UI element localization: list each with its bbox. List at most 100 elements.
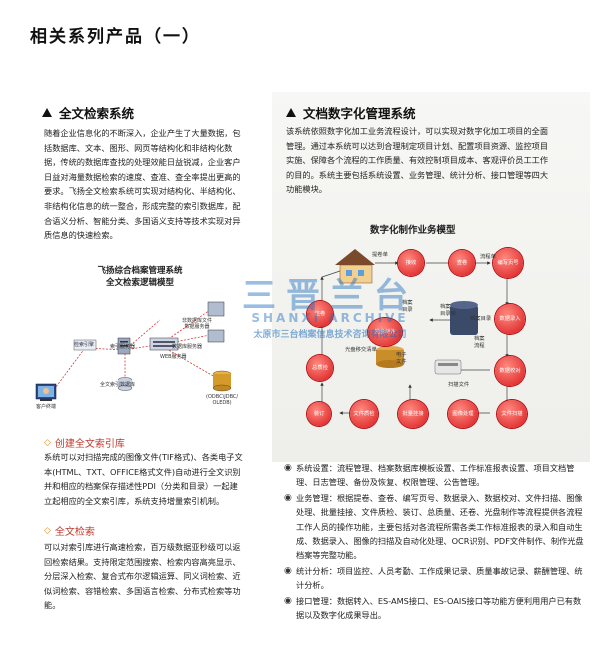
bullet-icon: ◉ <box>284 492 292 503</box>
flow-label-archive-flow: 档案 流程 <box>474 336 485 349</box>
docdigital-intro-line: 的目的。系统主要包括系统设置、业务管理、统计分析、接口管理等四大 <box>286 169 549 180</box>
fulltext-intro-line: 质信息的快速检索。 <box>44 230 118 241</box>
index-server-icon <box>117 337 131 355</box>
triangle-icon <box>42 108 52 117</box>
file-server-icon <box>207 301 225 317</box>
node-data-entry: 数据录入 <box>495 304 525 334</box>
page-title: 相关系列产品（一） <box>30 27 201 47</box>
flow-label-register: 提卷单 <box>372 252 388 258</box>
scanner-icon <box>434 359 462 375</box>
docdigital-heading: 文档数字化管理系统 <box>286 103 416 122</box>
fulltext-intro-line: 据，传统的数据库查找的处理效能日益锐减，企业客户 <box>44 157 241 168</box>
flow-label-archive-db: 档案 目录库 <box>440 304 456 317</box>
client-terminal-icon <box>35 383 57 401</box>
bullet-text: 统计分析：项目监控、人员考勤、工作成果记录、质量事故记录、薪酬管理、统计分析。 <box>296 565 583 591</box>
label-file-server: 非数据库文件 数据服务器 <box>182 318 213 330</box>
node-batch-link: 批量挂接 <box>398 400 428 428</box>
node-bind: 装订 <box>307 402 331 426</box>
database-cylinder-icon <box>212 370 232 392</box>
sub1-heading: ◇ 创建全文索引库 <box>44 435 125 451</box>
fulltext-intro-line: 日益对海量数据检索的速度、查准、查全率提出更高的 <box>44 171 241 182</box>
bullet-text: 系统设置：流程管理、档案数据库模板设置、工作标准报表设置、项目文档管理、日志管理… <box>296 463 575 488</box>
docdigital-panel <box>272 92 590 462</box>
label-client: 客户终端 <box>36 404 57 410</box>
node-disc-making: 光盘制作 <box>368 318 402 346</box>
bullet-icon: ◉ <box>284 595 292 606</box>
archive-catalog-db-icon <box>450 301 478 335</box>
bullet-item: ◉ 业务管理：根据提卷、查卷、编写页号、数据录入、数据校对、文件扫描、图像处理、… <box>284 491 584 563</box>
label-db-server: 数据库服务器 <box>172 344 203 350</box>
bullet-item: ◉ 接口管理：数据转入、ES-AMS接口、ES-OAIS接口等功能方便利用用户已… <box>284 594 584 623</box>
diamond-icon: ◇ <box>44 437 51 448</box>
sub2-heading: ◇ 全文检索 <box>44 523 95 539</box>
label-fulltext-index-db: 全文索引数据库 <box>100 382 136 388</box>
sub2-line: 可以对索引库进行高速检索，百万级数据亚秒级可以返 <box>44 542 241 552</box>
docdigital-intro-line: 管理。通过本系统可以达到合理制定项目计划、配置项目资源、监控项目 <box>286 140 549 151</box>
flow-label-e-file: 电子 文件 <box>396 352 407 365</box>
fulltext-intro-line: 要求。飞扬全文检索系统可实现对结构化、半结构化、 <box>44 186 241 197</box>
bullet-text: 接口管理：数据转入、ES-AMS接口、ES-OAIS接口等功能方便利用用户已有数… <box>296 595 582 621</box>
sub1-heading-text: 创建全文索引库 <box>54 439 125 450</box>
label-odbc: (ODBC\JDBC/ OLEDB) <box>206 394 239 406</box>
bullet-item: ◉ 系统设置：流程管理、档案数据库模板设置、工作标准报表设置、项目文档管理、日志… <box>284 461 584 490</box>
sub1-line: 本(HTML、TXT、OFFICE格式文件)自动进行全文识别 <box>44 466 241 477</box>
sub2-heading-text: 全文检索 <box>54 527 95 538</box>
fulltext-diagram <box>35 301 232 401</box>
node-page-number: 编写页号 <box>493 248 523 278</box>
fulltext-intro-line: 非结构化信息的统一整合，形成完整的索引数据库，配 <box>44 200 241 211</box>
label-search-engine: 检索引擎 <box>74 342 95 348</box>
disc-stack-icon <box>376 346 404 368</box>
fulltext-intro-line: 括数据库、文本、图形、网页等结构化和非结构化数 <box>44 142 233 153</box>
fulltext-diagram-title: 飞扬综合档案管理系统 全文检索逻辑模型 <box>60 265 220 289</box>
node-file-qc: 文件质检 <box>350 400 378 428</box>
docdigital-intro: 该系统依照数字化加工业务流程设计，可以实现对数字化加工项目的全面 管理。通过本系… <box>286 124 582 197</box>
flow-label-flow: 流程单 <box>480 254 496 260</box>
node-data-proof: 数据校对 <box>495 356 525 386</box>
sub1-line: 系统可以对扫描完成的图像文件(TIF格式)、各类电子文 <box>44 452 243 462</box>
docdigital-intro-line: 功能模块。 <box>286 184 327 195</box>
docdigital-heading-text: 文档数字化管理系统 <box>303 106 416 121</box>
bullet-item: ◉ 统计分析：项目监控、人员考勤、工作成果记录、质量事故记录、薪酬管理、统计分析… <box>284 564 584 593</box>
diagram-title-line1: 飞扬综合档案管理系统 <box>97 266 183 276</box>
bullet-text: 业务管理：根据提卷、查卷、编写页号、数据录入、数据校对、文件扫描、图像处理、批量… <box>296 492 584 561</box>
diamond-icon: ◇ <box>44 525 51 536</box>
node-receive: 接收 <box>398 250 424 276</box>
sub2-line: 能。 <box>44 600 61 611</box>
fulltext-heading: 全文检索系统 <box>42 103 134 122</box>
bullet-icon: ◉ <box>284 565 292 576</box>
fulltext-intro: 随着企业信息化的不断深入，企业产生了大量数据，包 括数据库、文本、图形、网页等结… <box>44 126 254 243</box>
index-database-icon <box>117 377 133 391</box>
flow-label-disc-list: 光盘移交清单 <box>345 347 377 353</box>
sub1-line: 立起相应的全文索引库，系统支持增量索引机制。 <box>44 495 225 506</box>
label-web-server: WEB服务器 <box>160 354 187 360</box>
node-total-qc: 总质检 <box>307 355 333 381</box>
sub2-line: 分层深入检索、复合式布尔逻辑运算、同义词检索、近 <box>44 571 241 582</box>
sub1-body: 系统可以对扫描完成的图像文件(TIF格式)、各类电子文 本(HTML、TXT、O… <box>44 450 260 508</box>
sub1-line: 并和相应的档案保存描述性PDI（分类和目录）一起建 <box>44 481 238 492</box>
docdigital-intro-line: 实施、保障各个流程的工作质量、有效控制项目成本、客观评价员工工作 <box>286 155 549 166</box>
diagram-title-line2: 全文检索逻辑模型 <box>105 278 174 288</box>
search-engine-icon <box>73 339 97 351</box>
triangle-icon <box>286 108 296 117</box>
sub2-body: 可以对索引库进行高速检索，百万级数据亚秒级可以返 回检索结果。支持限定范围搜索、… <box>44 540 260 613</box>
db-server-icon <box>207 329 225 343</box>
node-check: 查卷 <box>449 250 475 276</box>
fulltext-heading-text: 全文检索系统 <box>59 106 135 121</box>
node-file-scan: 文件扫描 <box>497 400 527 428</box>
docdigital-bullets: ◉ 系统设置：流程管理、档案数据库模板设置、工作标准报表设置、项目文档管理、日志… <box>284 461 584 623</box>
web-server-icon <box>149 337 179 351</box>
sub2-line: 回检索结果。支持限定范围搜索、检索内容高亮显示、 <box>44 556 241 567</box>
workflow-arrows <box>320 249 509 415</box>
fulltext-intro-line: 合语义分析、智能分类、多国语义支持等技术实现对异 <box>44 215 241 226</box>
sub2-line: 似词检索、容错检索、多国语言检索、分布式检索等功 <box>44 585 241 596</box>
flow-label-archive-list: 档案 目录 <box>402 300 413 313</box>
label-index-server: 索引服务器 <box>110 344 136 350</box>
node-image-proc: 图像处理 <box>448 400 478 428</box>
workflow-title: 数字化制作业务模型 <box>370 225 456 236</box>
fulltext-intro-line: 随着企业信息化的不断深入，企业产生了大量数据，包 <box>44 128 241 138</box>
docdigital-intro-line: 该系统依照数字化加工业务流程设计，可以实现对数字化加工项目的全面 <box>286 126 549 136</box>
flow-label-scan-file: 扫描文件 <box>448 382 470 388</box>
flow-label-archive-dir: 档案目录 <box>470 316 492 322</box>
bullet-icon: ◉ <box>284 463 292 473</box>
archive-house-icon <box>335 249 375 284</box>
